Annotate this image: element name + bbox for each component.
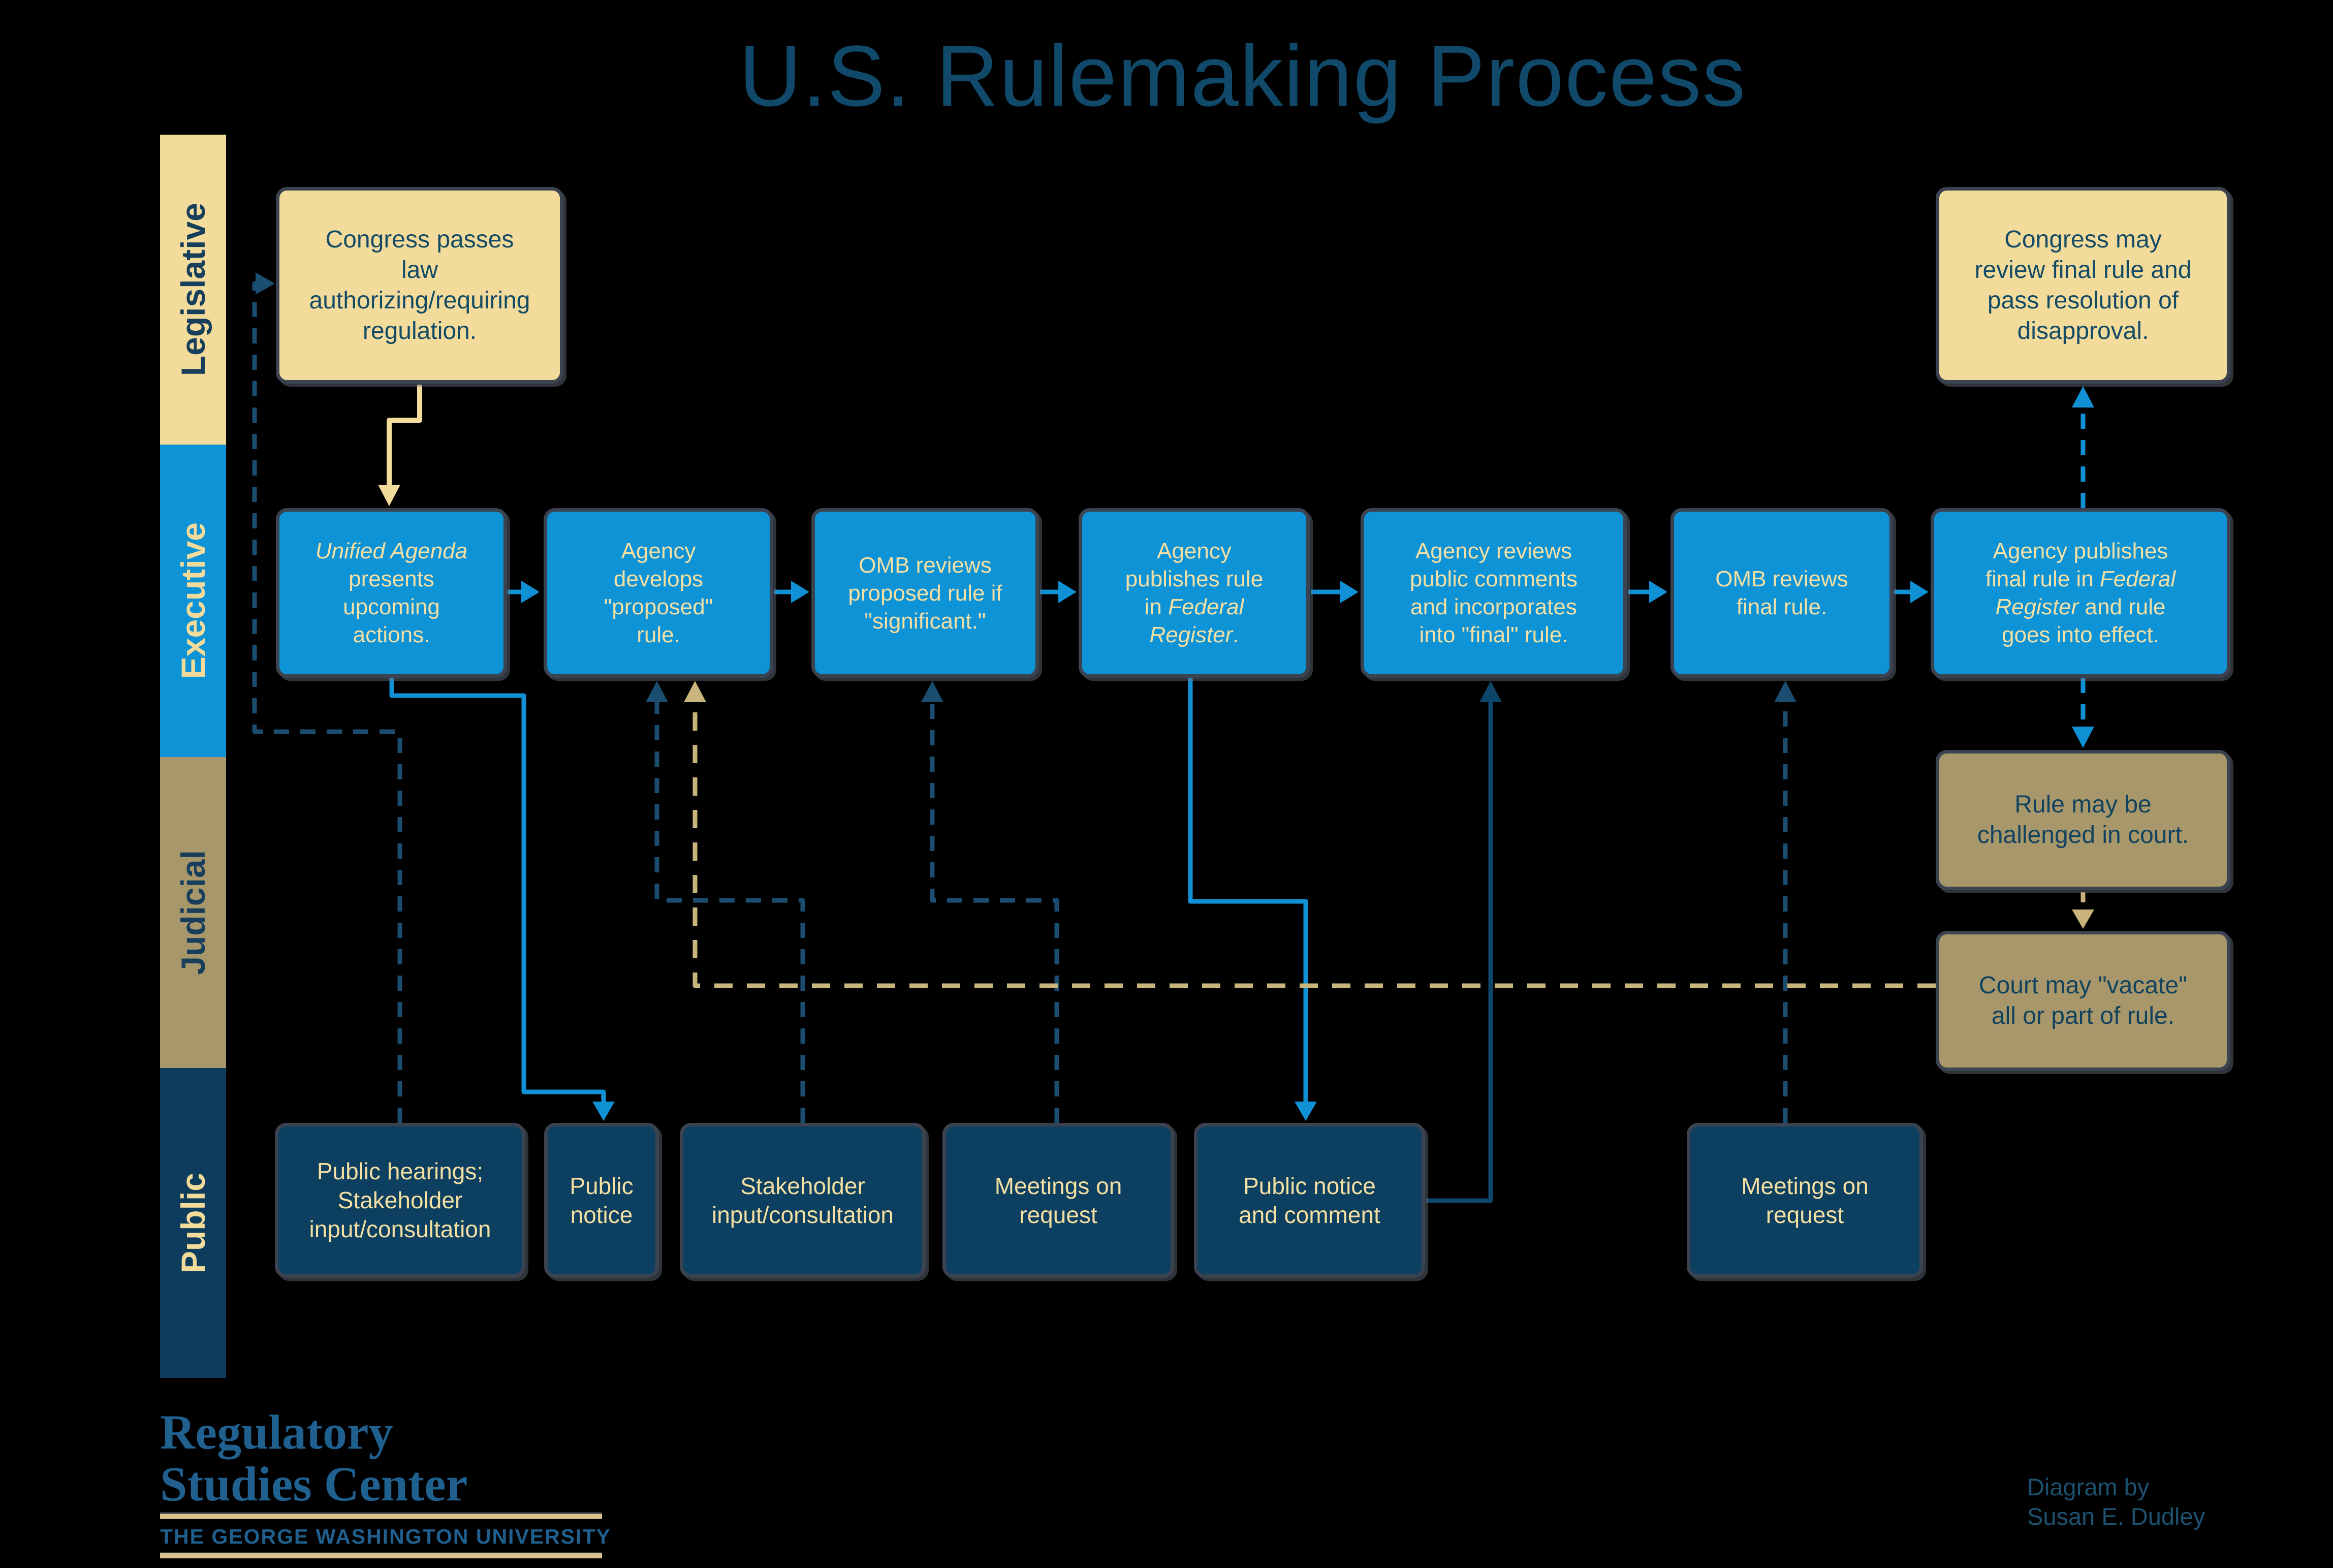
box-congress-may-review: Congress may review final rule and pass …	[1936, 187, 2230, 384]
page-title: U.S. Rulemaking Process	[739, 28, 1747, 124]
head-right-6	[1910, 581, 1929, 603]
box-unified-agenda: Unified Agenda presents upcoming actions.	[276, 508, 507, 678]
logo-rule-bottom	[160, 1552, 602, 1558]
publishes-final-post: and rule goes into effect.	[2002, 594, 2166, 647]
band-judicial: Judicial	[160, 757, 226, 1068]
head-into-develops-navy	[646, 681, 668, 702]
logo-line1: Regulatory	[160, 1405, 393, 1459]
publishes-post: .	[1233, 622, 1239, 647]
head-down-notice-comment	[1295, 1102, 1317, 1121]
head-into-ombfinal	[1774, 681, 1796, 702]
box-congress-passes-law: Congress passes law authorizing/requirin…	[276, 187, 563, 384]
box-omb-reviews-proposed: OMB reviews proposed rule if "significan…	[811, 508, 1039, 678]
band-legislative-label: Legislative	[174, 203, 212, 377]
box-public-notice-comment: Public notice and comment	[1194, 1123, 1425, 1278]
logo-rule-top	[160, 1512, 602, 1519]
head-into-congressreview	[2072, 386, 2094, 407]
head-down-public-notice	[592, 1102, 615, 1121]
regulatory-studies-center-logo: Regulatory Studies Center THE GEORGE WAS…	[160, 1405, 611, 1558]
box-agency-develops-rule: Agency develops "proposed" rule.	[544, 508, 773, 678]
publishes-final-italic: Federal Register	[1995, 567, 2176, 619]
publishes-italic: Federal Register	[1149, 594, 1244, 647]
line-congress-to-unified	[387, 385, 422, 485]
publishes-final-pre: Agency publishes final rule in	[1985, 539, 2168, 591]
head-into-vacate	[2072, 910, 2094, 929]
band-public: Public	[160, 1068, 226, 1378]
box-agency-publishes-final: Agency publishes final rule in Federal R…	[1931, 508, 2230, 678]
box-meetings-on-request-2: Meetings on request	[1687, 1123, 1923, 1278]
band-executive: Executive	[160, 445, 226, 757]
box-meetings-on-request-1: Meetings on request	[942, 1123, 1174, 1278]
line-stakeholder-to-develops	[654, 702, 805, 1123]
head-right-3	[1058, 581, 1077, 603]
head-into-develops-khaki	[684, 681, 706, 702]
band-judicial-label: Judicial	[174, 850, 212, 975]
unified-agenda-rest: presents upcoming actions.	[343, 567, 440, 647]
line-court-to-develops	[692, 702, 1936, 988]
logo-line2: Studies Center	[160, 1457, 468, 1511]
head-into-challenged	[2072, 727, 2094, 748]
band-public-label: Public	[174, 1172, 212, 1274]
head-congress-to-unified	[378, 485, 400, 506]
head-right-1	[521, 581, 540, 603]
band-executive-label: Executive	[174, 522, 212, 679]
diagram-credit: Diagram by Susan E. Dudley	[2027, 1473, 2205, 1530]
box-omb-reviews-final: OMB reviews final rule.	[1670, 508, 1893, 678]
unified-agenda-italic: Unified Agenda	[315, 539, 468, 563]
line-meetings1-to-ombprop	[930, 702, 1059, 1123]
head-into-ombprop	[921, 681, 943, 702]
head-into-congress	[256, 272, 275, 295]
logo-university-name: THE GEORGE WASHINGTON UNIVERSITY	[160, 1525, 611, 1548]
box-public-hearings: Public hearings; Stakeholder input/consu…	[275, 1123, 525, 1278]
head-right-4	[1340, 581, 1359, 603]
band-legislative: Legislative	[160, 135, 226, 445]
head-noticecomment-to-reviews	[1479, 681, 1502, 702]
line-noticecomment-to-reviews	[1426, 702, 1493, 1203]
head-right-5	[1649, 581, 1667, 603]
line-unified-to-public-notice	[389, 678, 606, 1102]
head-right-2	[791, 581, 809, 603]
publishes-pre: Agency publishes rule in	[1125, 539, 1264, 619]
box-agency-reviews-comments: Agency reviews public comments and incor…	[1361, 508, 1627, 678]
line-publishes-to-notice-comment	[1188, 678, 1308, 1102]
box-public-notice: Public notice	[544, 1123, 659, 1278]
box-agency-publishes-rule: Agency publishes rule in Federal Registe…	[1079, 508, 1310, 678]
box-rule-challenged: Rule may be challenged in court.	[1936, 750, 2230, 890]
box-court-vacate: Court may "vacate" all or part of rule.	[1936, 931, 2230, 1071]
box-stakeholder-input: Stakeholder input/consultation	[680, 1123, 926, 1278]
line-hearings-to-congress	[252, 281, 402, 1123]
